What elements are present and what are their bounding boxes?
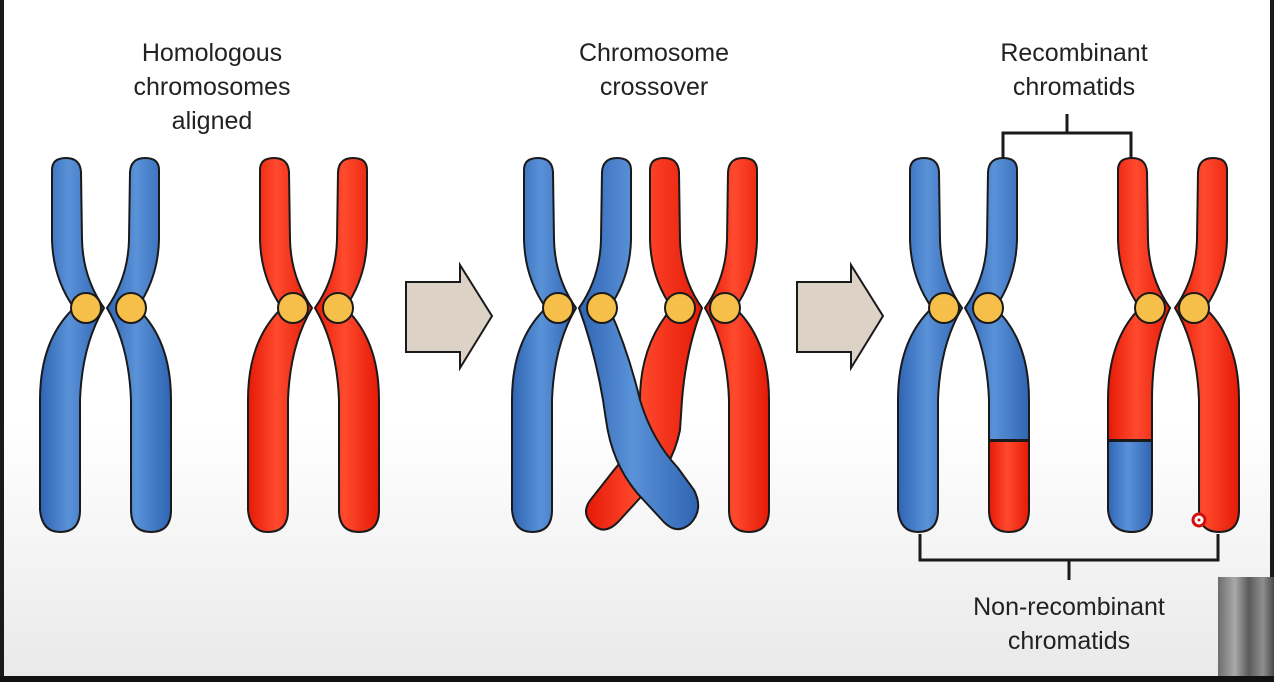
centromere bbox=[586, 292, 618, 324]
chromosome-blue-stage2 bbox=[511, 156, 700, 534]
centromere bbox=[709, 292, 741, 324]
cursor-dot-icon bbox=[1191, 512, 1207, 528]
label-line: chromatids bbox=[1007, 627, 1131, 655]
label-line: chromatids bbox=[1012, 73, 1136, 101]
centromere bbox=[115, 292, 147, 324]
bottom-border bbox=[0, 676, 1274, 682]
label-recombinant-chromatids: Recombinant chromatids bbox=[954, 36, 1194, 104]
chromosome-blue-stage1 bbox=[39, 156, 172, 534]
label-chromosome-crossover: Chromosome crossover bbox=[534, 36, 774, 104]
diagram-stage: Homologous chromosomes aligned Chromosom… bbox=[4, 0, 1270, 676]
label-line: crossover bbox=[599, 73, 709, 101]
centromere bbox=[322, 292, 354, 324]
chromosome-red-stage3 bbox=[1107, 156, 1240, 534]
label-line: Homologous bbox=[141, 39, 283, 67]
centromere bbox=[1134, 292, 1166, 324]
video-thumbnail-edge[interactable] bbox=[1218, 577, 1274, 682]
chromatid-red-segment bbox=[988, 440, 1030, 534]
centromere bbox=[664, 292, 696, 324]
chromatid-red-crossing bbox=[585, 156, 704, 531]
chromosome-blue-stage3 bbox=[897, 156, 1030, 534]
chromatid-blue-right bbox=[105, 156, 172, 534]
label-line: Chromosome bbox=[578, 39, 730, 67]
nonrecombinant-bracket bbox=[918, 534, 1220, 580]
label-line: aligned bbox=[171, 107, 253, 135]
right-arrow-icon bbox=[796, 261, 885, 372]
label-line: chromosomes bbox=[133, 73, 291, 101]
chromatid-red-left bbox=[247, 156, 314, 534]
label-line: Non-recombinant bbox=[973, 593, 1165, 621]
chromatid-blue-nonrecombinant bbox=[897, 156, 964, 534]
centromere bbox=[972, 292, 1004, 324]
label-homologous-chromosomes-aligned: Homologous chromosomes aligned bbox=[92, 36, 332, 138]
chromosome-red-stage2 bbox=[585, 156, 770, 534]
right-arrow-icon bbox=[405, 261, 494, 372]
centromere bbox=[70, 292, 102, 324]
recombinant-bracket bbox=[1001, 114, 1133, 158]
centromere bbox=[928, 292, 960, 324]
crossover-diagram bbox=[39, 114, 1240, 580]
centromere bbox=[277, 292, 309, 324]
chromatid-red-right bbox=[703, 156, 770, 534]
label-line: Recombinant bbox=[1000, 39, 1148, 67]
chromosome-red-stage1 bbox=[247, 156, 380, 534]
centromere bbox=[1178, 292, 1210, 324]
label-nonrecombinant-chromatids: Non-recombinant chromatids bbox=[934, 590, 1204, 658]
chromatid-blue-crossing bbox=[577, 156, 700, 531]
chromatid-blue-segment bbox=[1107, 440, 1153, 534]
chromatid-red-nonrecombinant bbox=[1173, 156, 1240, 534]
chromatid-red-right bbox=[313, 156, 380, 534]
chromatid-blue-left bbox=[511, 156, 578, 534]
centromere bbox=[542, 292, 574, 324]
chromatid-blue-left bbox=[39, 156, 106, 534]
